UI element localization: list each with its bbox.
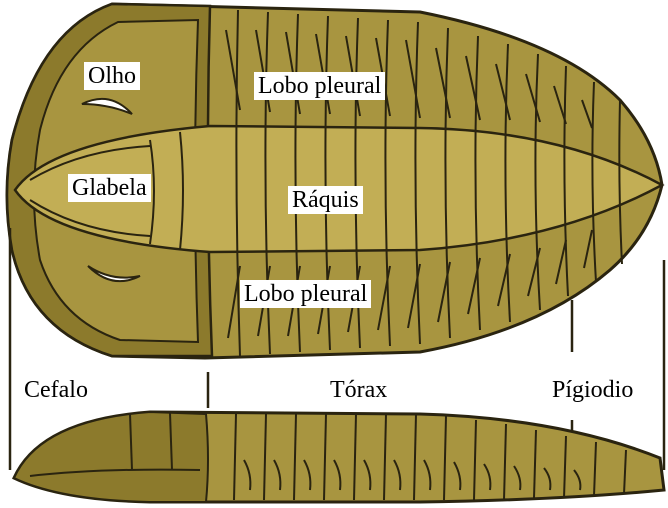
label-thorax: Tórax [330, 378, 387, 402]
label-cephalon: Cefalo [24, 378, 88, 402]
label-glabella: Glabela [68, 174, 151, 202]
label-pleural-lobe-top: Lobo pleural [254, 72, 385, 100]
lateral-cephalon [14, 412, 208, 502]
label-axis: Ráquis [288, 186, 363, 214]
label-eye: Olho [84, 62, 140, 90]
label-pleural-lobe-bottom: Lobo pleural [240, 280, 371, 308]
lateral-view [14, 412, 664, 502]
label-pygidium: Pígiodio [552, 378, 633, 402]
